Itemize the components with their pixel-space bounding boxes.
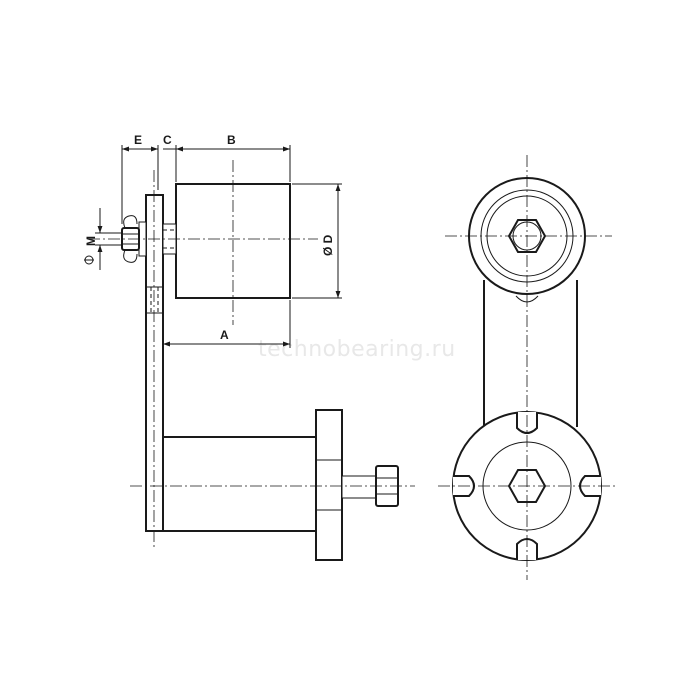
- watermark-text: technobearing.ru: [258, 337, 456, 362]
- front-view: [438, 155, 616, 580]
- dimension-label-d: Ø D: [321, 234, 335, 256]
- base-housing: [162, 436, 317, 532]
- bolt-shank: [341, 475, 377, 499]
- side-view: E C B A Ø D M: [84, 133, 415, 561]
- dimension-label-m: M: [84, 236, 98, 246]
- arm-plate: [145, 194, 164, 532]
- base-flange: [315, 409, 343, 561]
- dimension-label-a: A: [220, 328, 229, 342]
- dimension-label-b: B: [227, 133, 236, 147]
- thread-symbol-icon: [84, 255, 94, 265]
- dimension-label-e: E: [134, 133, 142, 147]
- dimension-label-c: C: [163, 133, 172, 147]
